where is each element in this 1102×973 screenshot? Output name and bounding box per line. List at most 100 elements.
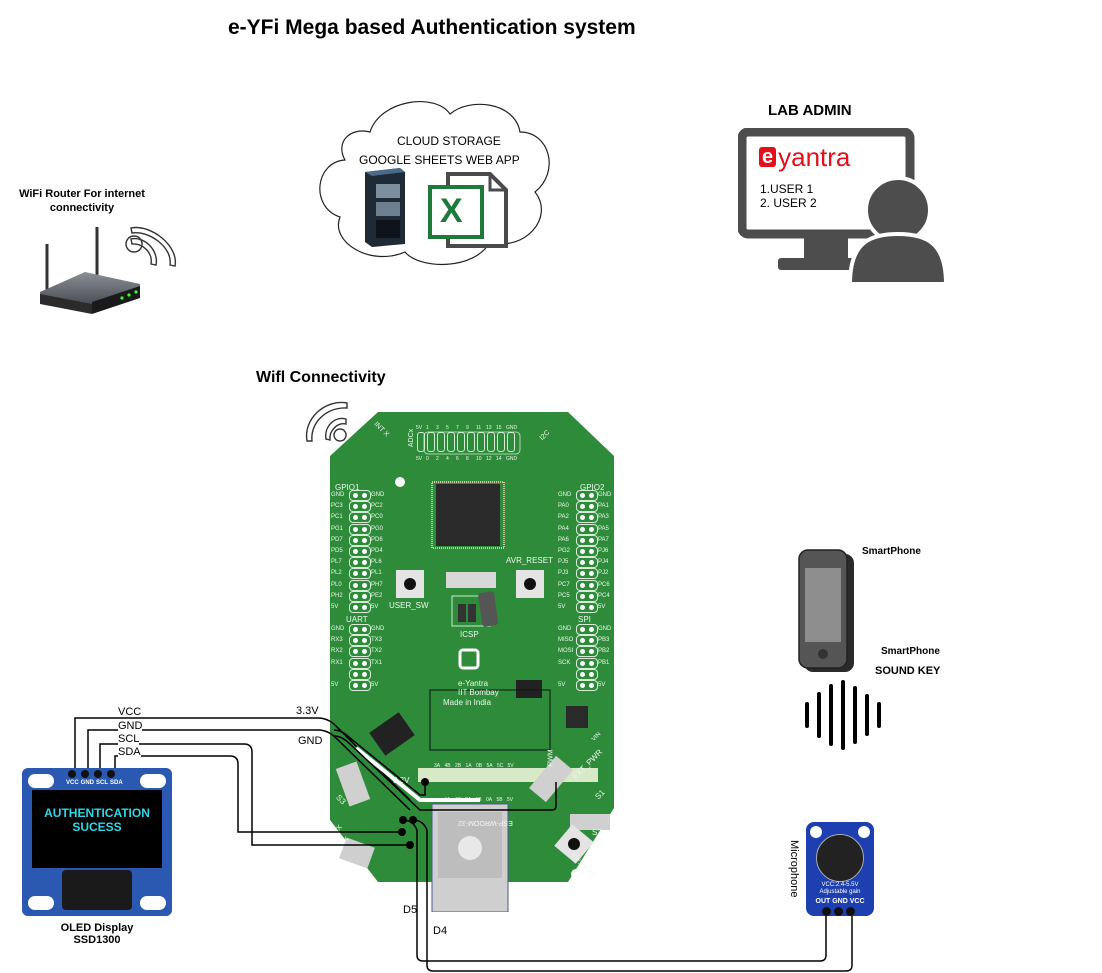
- gpio2-pin-right: 5V: [598, 604, 606, 610]
- oled-screen-line2: SUCESS: [72, 820, 122, 834]
- gpio1-pin-right: PC0: [371, 514, 383, 521]
- adc-pin-bottom: 8: [466, 456, 469, 462]
- gpio1-pin-left: PD7: [331, 536, 343, 543]
- adc-pin: [437, 432, 445, 452]
- adcx-label: ADCx: [408, 428, 416, 448]
- pwm-pin-top: 5C: [497, 763, 504, 769]
- gpio2-pin-left: PC7: [558, 581, 570, 588]
- uart-pin-pair: [349, 680, 371, 691]
- pwm-label: PWM: [547, 749, 555, 767]
- spi-pin-right: PB1: [598, 659, 610, 666]
- gpio2-pin-left: PJ3: [558, 570, 569, 577]
- pwm-pin-bottom: 4C: [454, 797, 461, 803]
- uart-pin-left: GND: [331, 626, 345, 632]
- sound-wave-icon: [805, 680, 881, 750]
- gpio2-pin-pair: [576, 602, 598, 613]
- gpio1-pin-pair: [349, 546, 371, 557]
- spi-pin-left: 5V: [558, 682, 566, 688]
- spi-pin-left: GND: [558, 626, 572, 632]
- adc-pin-bottom: 14: [496, 456, 502, 462]
- wifi-signal-icon: [305, 401, 348, 442]
- uart-pin-pair: [349, 657, 371, 669]
- gpio1-pin-left: PL2: [331, 570, 342, 577]
- s2-label: S2: [592, 828, 602, 837]
- adc-pin-top: 11: [476, 425, 482, 431]
- made-in-india-label: Made in India: [443, 698, 492, 707]
- gpio2-label: GPIO2: [580, 483, 605, 492]
- spi-pin-left: MOSI: [558, 648, 574, 655]
- adc-pin-top: 5V: [416, 425, 423, 431]
- pwm-pin-top: 0B: [476, 763, 483, 769]
- gpio1-pin-right: 5V: [371, 604, 379, 610]
- adc-pin: [507, 432, 515, 452]
- gpio2-pin-right: PJ4: [598, 559, 609, 566]
- server-rack-icon: [365, 168, 405, 247]
- adc-pin-top: 1: [426, 425, 429, 431]
- icsp-label: ICSP: [460, 630, 479, 639]
- gpio2-pin-left: PG2: [558, 548, 571, 554]
- router-label-line2: connectivity: [49, 202, 115, 214]
- gpio2-pin-right: PC6: [598, 581, 610, 588]
- adc-pin-top: 3: [436, 425, 439, 431]
- oled-pin-scl: SCL: [96, 780, 109, 786]
- esp-module-label: ESP-WROOM-32: [458, 819, 513, 826]
- pwm-pin-top: 5A: [486, 763, 493, 769]
- microphone-module: VCC:2.4-5.5V Adjustable gain OUT GND VCC: [806, 822, 874, 916]
- wire-label-gnd-board: GND: [298, 735, 323, 747]
- cloud-shape: [319, 101, 550, 266]
- adc-pin-bottom: 6: [456, 456, 459, 462]
- uart-pin-pair: [349, 635, 371, 647]
- adc-pin: [427, 432, 435, 452]
- pwm-pin-bottom: 5V: [507, 797, 514, 803]
- board-logo-line1: e-Yantra: [458, 679, 489, 688]
- oled-screen-line1: AUTHENTICATION: [44, 806, 150, 820]
- user-sw-label: USER_SW: [389, 601, 429, 610]
- gpio2-pin-pair: [576, 568, 598, 580]
- uart-pin-left: RX2: [331, 648, 343, 655]
- gpio2-pin-right: PA3: [598, 514, 609, 521]
- uart-pin-right: 5V: [371, 682, 379, 688]
- excel-letter: X: [440, 192, 463, 230]
- gpio1-pin-left: PH2: [331, 592, 343, 599]
- eyantra-logo-e: e: [759, 147, 777, 167]
- spi-pin-right: PB2: [598, 648, 610, 655]
- gpio1-pin-left: PL0: [331, 581, 342, 588]
- gpio2-pin-pair: [576, 590, 598, 602]
- gpio1-pin-right: GND: [371, 492, 385, 498]
- wire-label-3v3: 3.3V: [296, 705, 319, 717]
- gpio1-pin-left: PL7: [331, 559, 342, 566]
- gpio1-pin-right: PE2: [371, 592, 383, 599]
- wire-label-scl: SCL: [118, 733, 140, 745]
- gpio2-pin-pair: [576, 534, 598, 546]
- gpio1-pin-left: PC1: [331, 514, 343, 521]
- adc-pin: [417, 432, 425, 452]
- gpio1-pin-pair: [349, 557, 371, 569]
- gpio1-pin-pair: [349, 523, 371, 535]
- rail-label: 3.3V: [393, 776, 410, 785]
- gpio1-pin-pair: [349, 490, 371, 501]
- adc-pin-top: 5: [446, 425, 449, 431]
- adc-pin: [467, 432, 475, 452]
- adc-pin: [447, 432, 455, 452]
- gpio2-pin-left: GND: [558, 492, 572, 498]
- admin-user-1: 1.USER 1: [760, 182, 814, 196]
- uart-pin-left: 5V: [331, 682, 339, 688]
- gpio2-pin-right: PA1: [598, 503, 609, 510]
- spi-pin-pair: [576, 624, 598, 635]
- gpio1-pin-left: PC3: [331, 503, 343, 510]
- gpio1-pin-left: GND: [331, 492, 345, 498]
- oled-label-line2: SSD1300: [73, 934, 121, 946]
- adc-pin-top: 9: [466, 425, 469, 431]
- uart-pin-right: TX2: [371, 648, 383, 655]
- pwm-pin-bottom: 4A: [444, 797, 451, 803]
- gpio2-pin-right: PC4: [598, 592, 610, 599]
- pwm-pin-top: 2B: [455, 763, 462, 769]
- oled-screen: AUTHENTICATION SUCESS: [32, 790, 162, 868]
- gpio2-pin-pair: [576, 546, 598, 557]
- spi-pin-left: SCK: [558, 659, 571, 666]
- spi-pin-right: PB3: [598, 637, 610, 644]
- gpio2-pin-left: PA6: [558, 536, 569, 543]
- router-icon: [40, 226, 176, 314]
- spi-pin-right: GND: [598, 626, 612, 632]
- cloud-label-line2: GOOGLE SHEETS WEB APP: [359, 153, 520, 167]
